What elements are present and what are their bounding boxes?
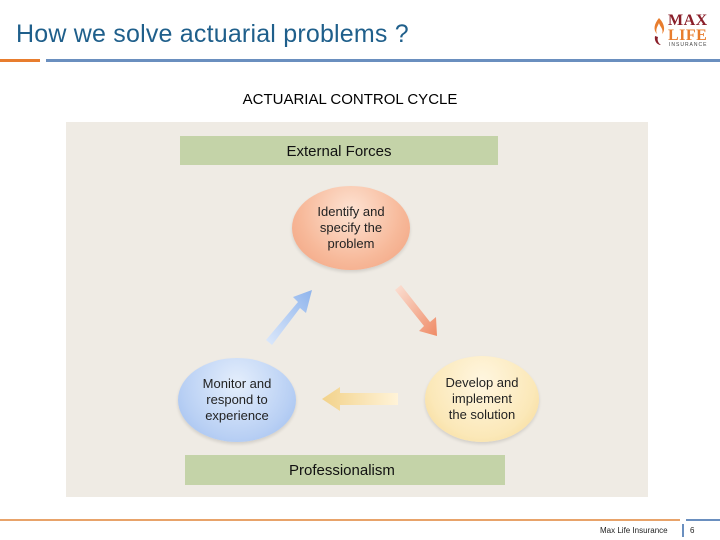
- title-rule-orange: [0, 59, 40, 62]
- diagram-heading: ACTUARIAL CONTROL CYCLE: [242, 91, 458, 108]
- arrow-develop-to-monitor: [322, 387, 398, 411]
- professionalism-band: Professionalism: [185, 455, 505, 485]
- footer-brand: Max Life Insurance: [600, 526, 668, 535]
- arrow-monitor-to-identify: [266, 290, 312, 345]
- external-forces-band: External Forces: [180, 136, 498, 165]
- logo-line-2: LIFE: [668, 27, 708, 44]
- node-develop-solution: Develop and implement the solution: [425, 356, 539, 442]
- flame-logo-icon: [654, 18, 665, 45]
- diagram-panel: [66, 122, 648, 497]
- logo-subtitle: INSURANCE: [669, 42, 708, 48]
- title-rule-blue: [46, 59, 720, 62]
- footer-rule-orange: [0, 519, 680, 521]
- node-identify-label: Identify and specify the problem: [317, 204, 385, 251]
- node-develop-label: Develop and implement the solution: [445, 375, 519, 422]
- footer-rule-blue: [686, 519, 720, 521]
- page-number: 6: [690, 526, 695, 535]
- page-title: How we solve actuarial problems ?: [16, 20, 409, 48]
- node-monitor-experience: Monitor and respond to experience: [178, 358, 296, 442]
- logo-line-1: MAX: [668, 12, 708, 29]
- footer-separator: [682, 524, 684, 537]
- arrow-identify-to-develop: [395, 285, 437, 336]
- node-monitor-label: Monitor and respond to experience: [202, 376, 272, 423]
- company-logo: MAX LIFE INSURANCE: [650, 12, 720, 50]
- logo-wordmark: MAX LIFE: [668, 12, 708, 44]
- node-identify-problem: Identify and specify the problem: [292, 186, 410, 270]
